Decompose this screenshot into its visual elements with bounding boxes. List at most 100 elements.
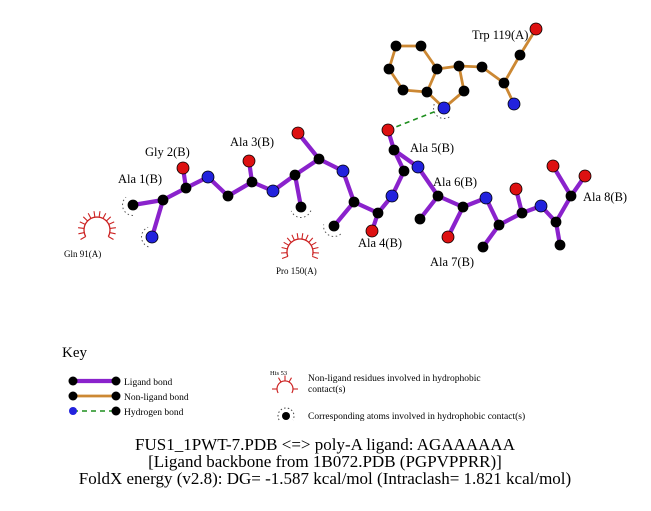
hydrophobic-arc-tick [108,221,115,225]
atom-icon [68,376,78,386]
residue-label: Ala 3(B) [230,135,274,149]
atom-c [458,85,470,97]
hydrophobic-arc-tick [286,237,292,243]
nitrogen-atom-icon [69,407,77,415]
atom-o [441,230,455,244]
ligand-bond [149,197,166,240]
hydrophobic-arc-tick [108,236,114,240]
hydrophobic-arc-tick [87,212,92,219]
residue-label: Ala 5(B) [410,141,454,155]
atom-c [383,63,395,75]
hydrophobic-arc-tick [281,255,288,260]
atom-c [222,190,234,202]
hydrophobic-atoms-label: Corresponding atoms involved in hydropho… [308,411,525,422]
atom-c [476,61,488,73]
hydrophobic-residue-label: Pro 150(A) [276,266,317,276]
hydrophobic-contacts-layer: Gln 91(A) Pro 150(A) [64,101,450,276]
hydrophobic-atom-arc [141,226,149,248]
hydrophobic-arc-icon [276,380,294,394]
atom-o [291,126,305,140]
atom-c [372,207,384,219]
hydrophobic-residue-label: Gln 91(A) [64,249,101,259]
hydrophobic-atom-arc [290,210,312,218]
atom-c [516,207,528,219]
hydrophobic-arc-tick [305,234,309,241]
hydrophobic-arc-tick [291,234,295,241]
caption-block: FUS1_1PWT-7.PDB <=> poly-A ligand: AGAAA… [79,435,571,488]
hydrophobic-contact: Pro 150(A) [276,233,320,276]
hydrophobic-arc-tick [296,233,299,240]
contact-atom-icon [282,412,290,420]
hydrophobic-arc-tick [308,237,314,243]
atom-c [432,190,444,202]
hydrophobic-residue-label-line1: Non-ligand residues involved in hydropho… [308,374,481,384]
hydrophobic-residue-legend-item: His 53 Non-ligand residues involved in h… [270,370,481,395]
hydrophobic-atom-legend-item: Corresponding atoms involved in hydropho… [277,407,525,422]
atom-icon [111,406,121,416]
hydrophobic-arc-tick [312,255,319,260]
residue-label: Ala 4(B) [358,236,402,250]
atom-c [289,169,301,181]
dotted-contact-arc-icon [277,407,295,421]
hydrophobic-arc-tick [78,232,85,235]
caption-line-3: FoldX energy (v2.8): DG= -1.587 kcal/mol… [79,469,571,488]
atom-c [415,40,427,52]
hydrophobic-arc-tick [106,216,112,222]
atom-c [398,165,410,177]
nonligand-bond-legend-item: Non-ligand bond [68,391,189,403]
hydrophobic-contact: Gln 91(A) [64,211,116,259]
hydrophobic-arc [83,216,111,237]
nonligand-bond-label: Non-ligand bond [124,393,189,403]
atom-o [381,123,395,137]
ligand-bond [292,172,304,210]
atom-c [457,201,469,213]
atom-n [534,199,548,213]
hydrophobic-arc-tick [301,233,304,240]
hydrophobic-arc-tick [109,232,116,235]
residue-label: Ala 8(B) [583,190,627,204]
atom-c [498,77,510,89]
hydrophobic-arc-tick [281,246,288,250]
caption-line-1: FUS1_1PWT-7.PDB <=> poly-A ligand: AGAAA… [135,435,516,454]
hydrophobic-atom-arc [432,101,450,120]
atom-icon [111,391,121,401]
atom-c [397,84,409,96]
atom-c [157,194,169,206]
hydrophobic-residue-label-line2: contact(s) [308,384,345,395]
hydrophobic-arc-tick [102,212,107,219]
atom-n [437,101,451,115]
atom-n [201,170,215,184]
ligand-bond-legend-item: Ligand bond [68,376,173,388]
hydrophobic-atom-arc [323,224,342,237]
atom-c [246,176,258,188]
residue-labels-layer: Ala 1(B)Gly 2(B)Ala 3(B)Ala 4(B)Ala 5(B)… [118,28,627,269]
caption-line-2: [Ligand backbone from 1B072.PDB (PGPVPPR… [148,452,502,471]
atom-c [554,239,566,251]
atom-o [509,182,523,196]
atom-c [295,201,307,213]
hydrogen-bond [387,107,445,131]
atom-c [414,213,426,225]
atom-n [266,184,280,198]
atom-c [431,63,443,75]
ligand-bond-label: Ligand bond [124,378,173,388]
atom-c [348,196,360,208]
atom-o [242,154,256,168]
atom-c [388,144,400,156]
atoms-layer [127,22,592,253]
atom-c [453,60,465,72]
atom-c [477,241,489,253]
atom-n [479,191,493,205]
atom-c [493,219,505,231]
atom-o [578,169,592,183]
hydrophobic-arc-tick [283,241,290,246]
key-title: Key [62,345,87,361]
atom-c [514,49,526,61]
atom-icon [68,391,78,401]
residue-label: Ala 7(B) [430,255,474,269]
atom-o [529,22,543,36]
atom-c [390,40,402,52]
hydrophobic-icon-residue-label: His 53 [270,370,287,377]
residue-label: Ala 6(B) [433,175,477,189]
atom-c [328,220,340,232]
